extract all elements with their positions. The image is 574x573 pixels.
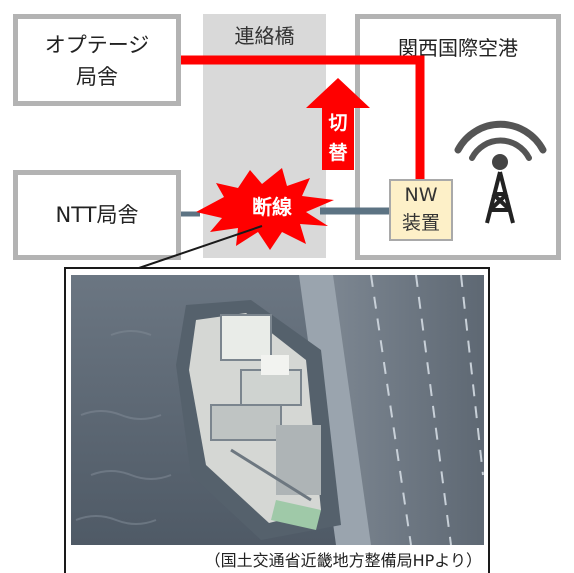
ntt-label: NTT局舎 <box>55 203 139 227</box>
optage-route-line <box>181 55 425 180</box>
optage-building-box: オプテージ 局舎 <box>13 14 181 106</box>
aerial-photo-illustration <box>71 275 484 545</box>
callout-line-left <box>138 225 263 269</box>
optage-label-line2: 局舎 <box>76 65 118 89</box>
nw-device-box: NW 装置 <box>389 179 453 241</box>
optage-label-line1: オプテージ <box>44 33 150 57</box>
ntt-building-box: NTT局舎 <box>13 170 181 260</box>
aerial-photo <box>71 275 484 545</box>
explosion-icon <box>196 168 334 250</box>
bridge-label: 連絡橋 <box>234 24 295 48</box>
nw-device-line2: 装置 <box>401 212 440 234</box>
switch-label-line2: 替 <box>328 142 348 164</box>
up-arrow-icon <box>306 78 370 170</box>
break-label: 断線 <box>252 195 292 219</box>
switch-label-line1: 切 <box>328 112 348 134</box>
switch-label: 切 替 <box>318 108 358 168</box>
photo-caption: （国土交通省近畿地方整備局HPより） <box>204 551 482 570</box>
nw-device-line1: NW <box>404 184 438 206</box>
radio-tower-icon <box>454 120 547 224</box>
